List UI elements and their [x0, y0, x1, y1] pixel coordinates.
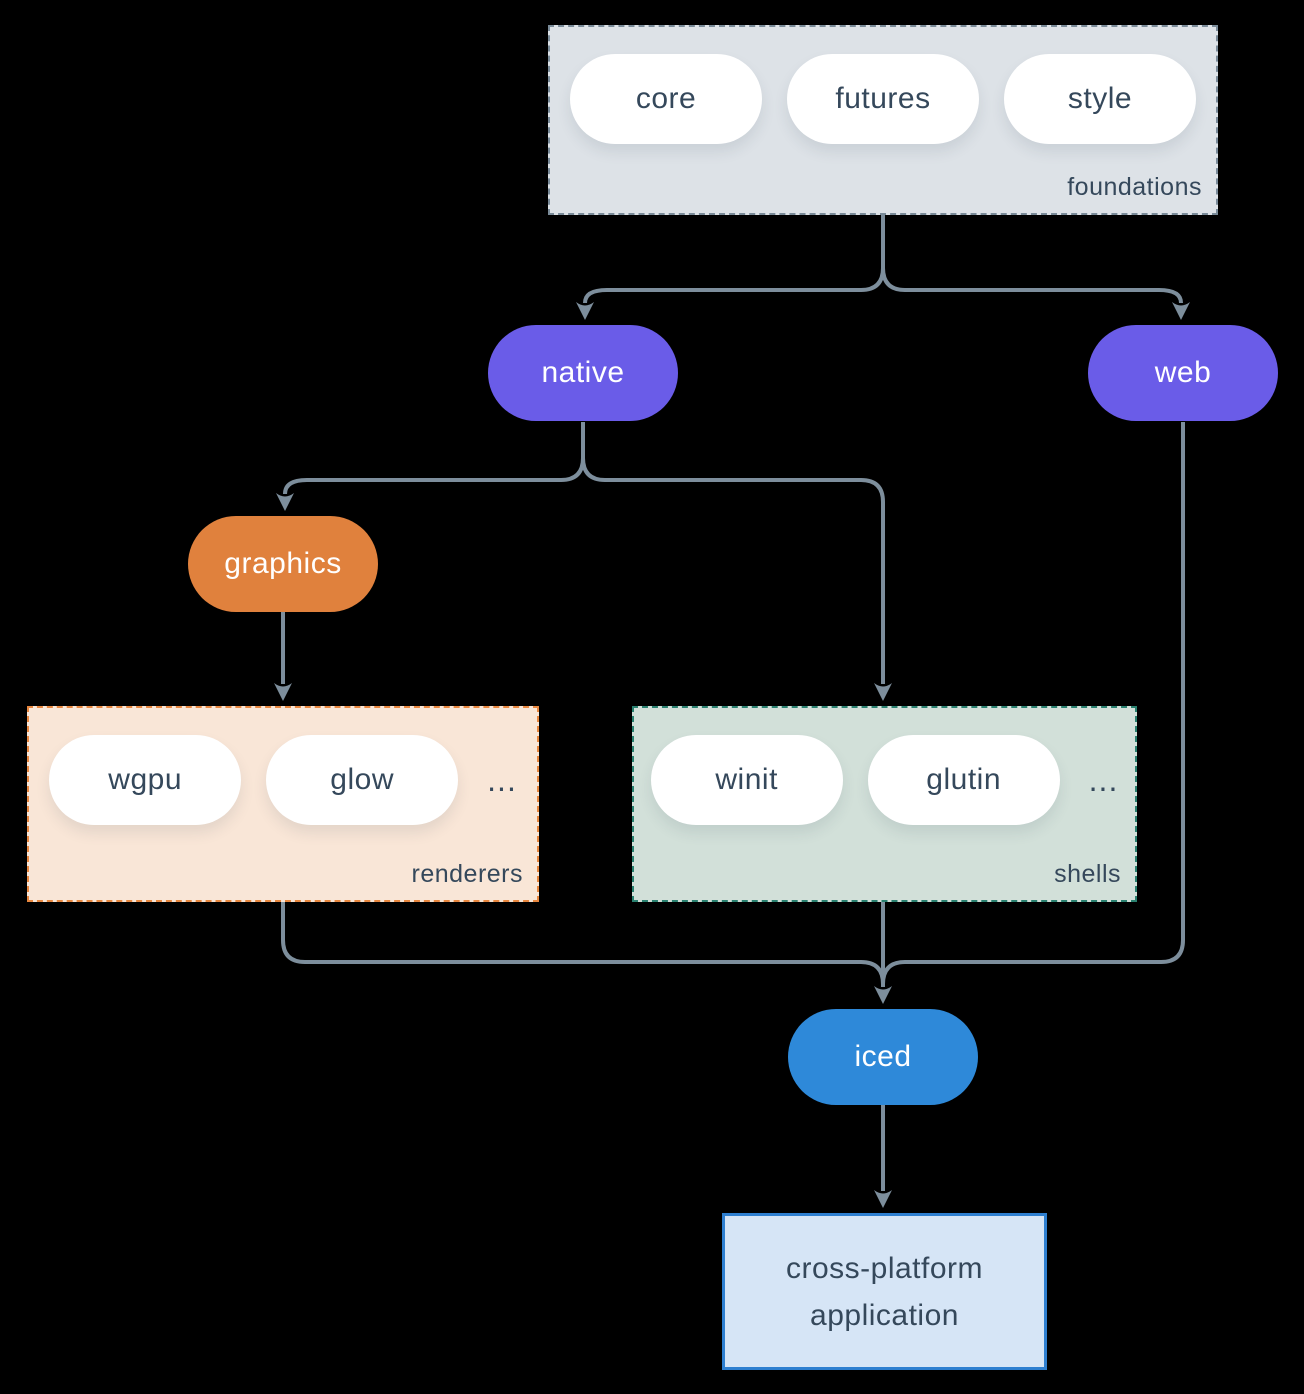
group-label-foundations: foundations	[1067, 173, 1202, 201]
node-style: style	[1004, 54, 1196, 144]
shells-ellipsis: ...	[1088, 761, 1119, 798]
group-label-shells: shells	[1054, 860, 1121, 888]
renderers-pill-row: wgpu glow ...	[29, 735, 537, 825]
group-label-renderers: renderers	[411, 860, 523, 888]
node-glutin: glutin	[867, 735, 1060, 825]
group-foundations: core futures style foundations	[548, 25, 1218, 215]
node-winit: winit	[650, 735, 843, 825]
arrow-renderers-to-merge	[281, 902, 885, 985]
node-wgpu: wgpu	[49, 735, 242, 825]
node-graphics: graphics	[188, 516, 378, 612]
group-renderers: wgpu glow ... renderers	[27, 706, 539, 902]
application-label-line2: application	[810, 1298, 959, 1332]
arrow-foundations-to-native	[576, 215, 885, 320]
node-iced: iced	[788, 1009, 978, 1105]
shells-pill-row: winit glutin ...	[634, 735, 1135, 825]
arrow-native-to-graphics	[276, 422, 585, 511]
renderers-ellipsis: ...	[487, 761, 517, 798]
node-cross-platform-application: cross-platform application	[722, 1213, 1047, 1370]
application-label-line1: cross-platform	[785, 1251, 984, 1285]
node-core: core	[570, 54, 762, 144]
arrow-foundations-to-web	[881, 267, 1190, 320]
node-glow: glow	[266, 735, 459, 825]
node-web: web	[1088, 325, 1278, 421]
node-native: native	[488, 325, 678, 421]
group-shells: winit glutin ... shells	[632, 706, 1137, 902]
arrow-native-to-shells	[581, 457, 892, 701]
node-futures: futures	[787, 54, 979, 144]
foundations-pill-row: core futures style	[550, 54, 1216, 144]
